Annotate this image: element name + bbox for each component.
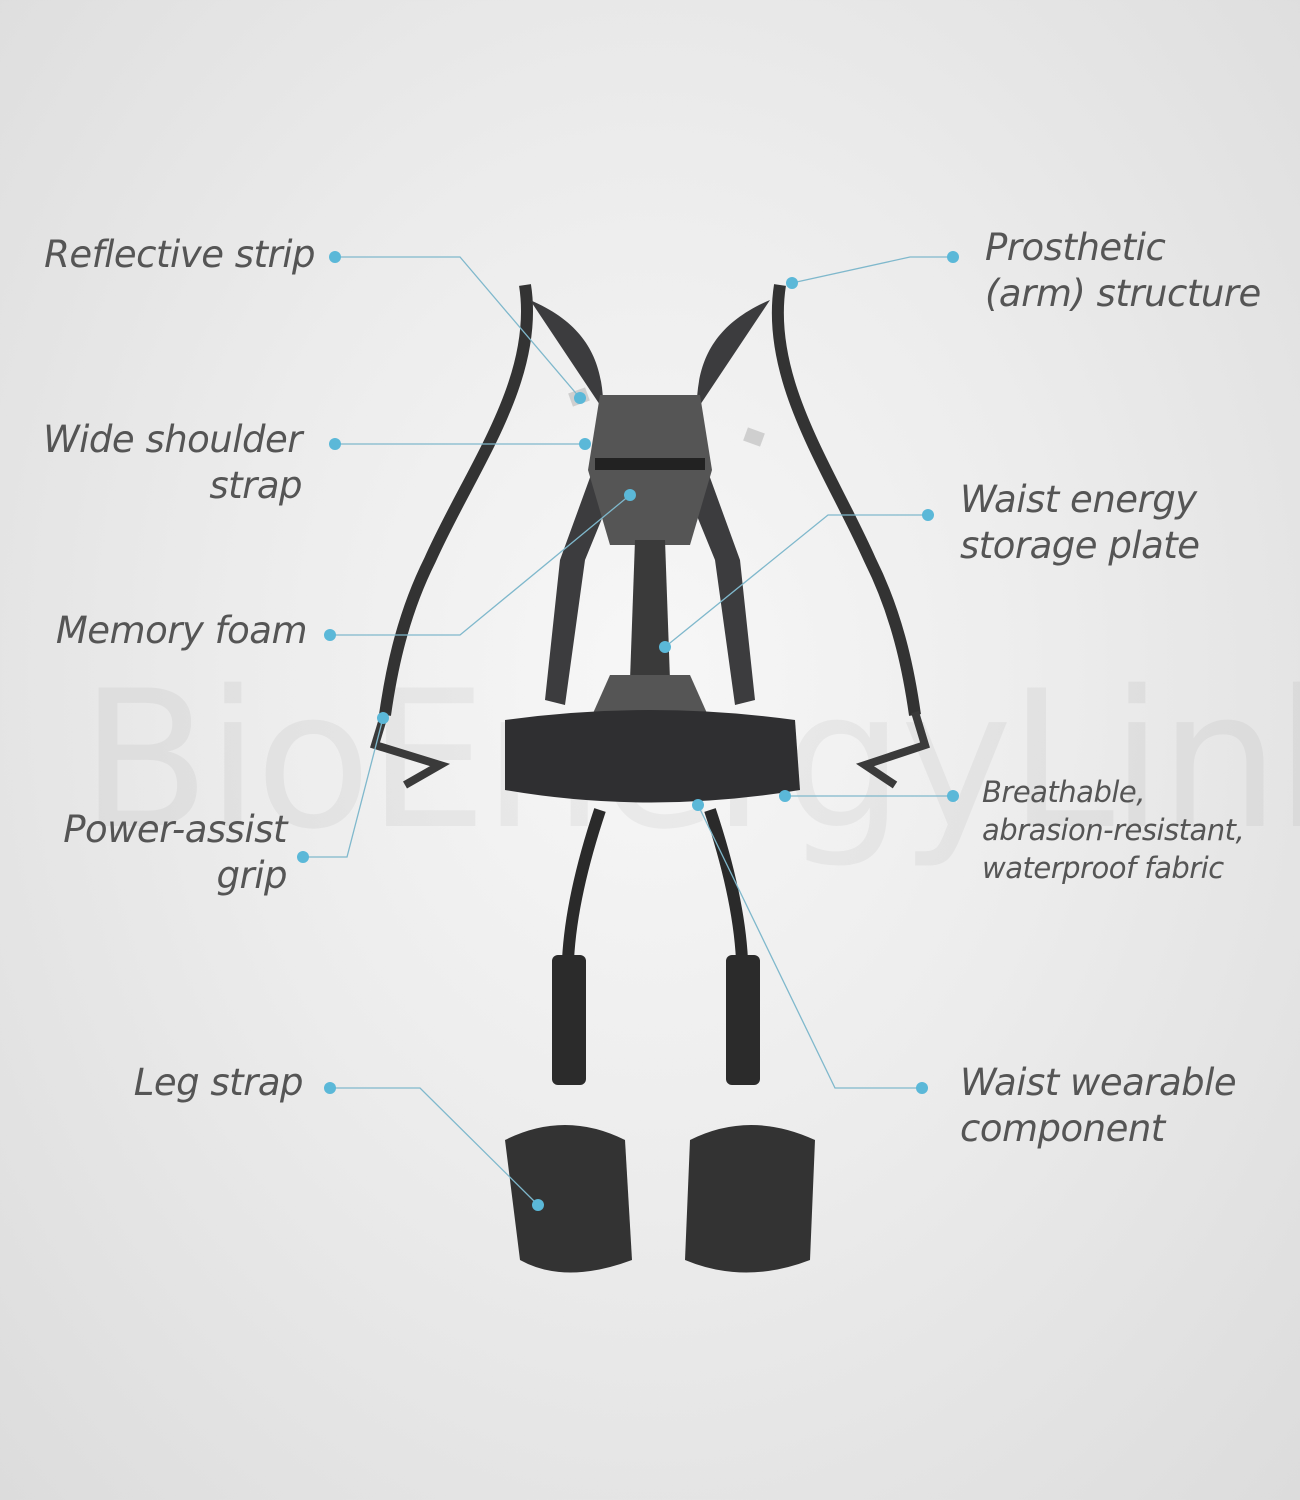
right-grip xyxy=(855,710,930,789)
label-prosthetic-arm-structure: Prosthetic(arm) structure xyxy=(985,226,1261,315)
callout-waist-plate xyxy=(664,514,928,648)
right-leg-rod xyxy=(704,808,748,961)
callout-prosthetic xyxy=(791,256,953,284)
left-leg-cuff xyxy=(505,1125,632,1273)
callout-lines xyxy=(303,256,953,1206)
waist-belt xyxy=(505,710,800,803)
left-leg-rod xyxy=(562,808,606,961)
waist-energy-storage-plate xyxy=(630,540,670,680)
left-arm-structure xyxy=(379,284,534,716)
callout-memory-foam xyxy=(330,494,631,636)
right-arm-structure xyxy=(771,284,921,716)
label-reflective-strip: Reflective strip xyxy=(44,233,315,276)
callout-power-assist xyxy=(303,717,384,858)
callout-dots xyxy=(297,251,959,1211)
right-leg-pad xyxy=(726,955,760,1085)
right-reflective-strip xyxy=(743,427,765,447)
right-leg-cuff xyxy=(685,1125,815,1273)
label-leg-strap: Leg strap xyxy=(133,1061,304,1104)
label-memory-foam: Memory foam xyxy=(55,609,308,652)
callout-waist-wearable xyxy=(697,804,922,1089)
callout-leg-strap xyxy=(330,1087,539,1206)
callout-reflective-strip xyxy=(335,256,581,399)
chest-buckle xyxy=(595,458,705,470)
label-fabric: Breathable,abrasion-resistant,waterproof… xyxy=(982,775,1245,885)
left-leg-pad xyxy=(552,955,586,1085)
